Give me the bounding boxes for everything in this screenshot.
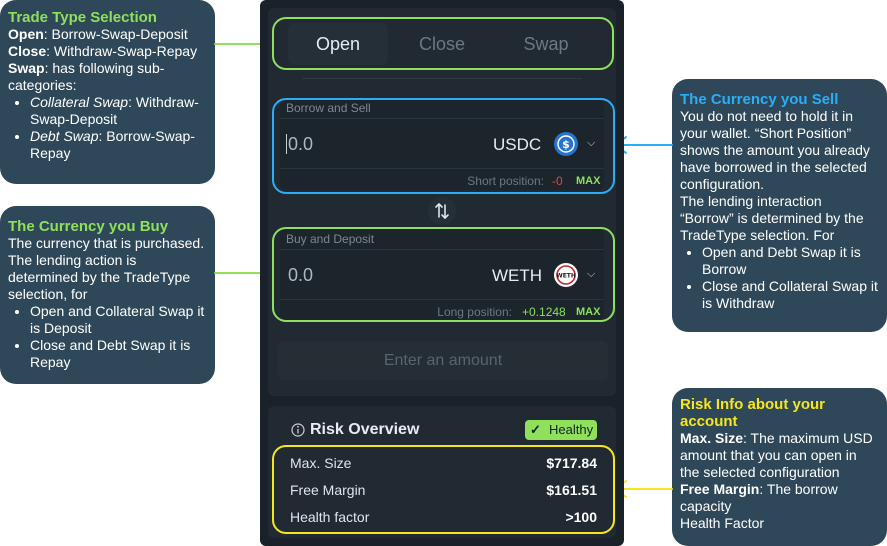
borrow-token-ticker[interactable]: USDC <box>493 135 542 154</box>
swap-arrows-icon <box>435 203 449 219</box>
currency-sell-note-list: Open and Debt Swap it is Borrow Close an… <box>680 244 879 312</box>
currency-sell-note: The Currency you Sell You do not need to… <box>672 79 887 332</box>
buy-highlight <box>272 227 615 322</box>
currency-sell-note-body: You do not need to hold it in your walle… <box>680 108 870 192</box>
risk-overview-title: Risk Overview <box>310 421 420 438</box>
checkmark-icon: ✓ <box>530 422 541 437</box>
trade-type-note-title: Trade Type Selection <box>8 9 157 26</box>
borrow-highlight <box>272 98 615 194</box>
tab-swap[interactable]: Swap <box>523 34 569 54</box>
buy-token-ticker[interactable]: WETH <box>492 266 543 285</box>
currency-buy-note: The Currency you Buy The currency that i… <box>0 206 215 384</box>
borrow-field-divider <box>280 168 604 169</box>
list-item: Collateral Swap: Withdraw-Swap-Deposit <box>30 94 207 128</box>
borrow-field-divider <box>280 118 604 119</box>
buy-amount-input[interactable]: 0.0 <box>288 265 314 285</box>
health-factor-line: Health Factor <box>680 515 765 531</box>
trade-type-tabs: Open Close Swap <box>288 23 596 65</box>
list-item: Open and Collateral Swap it is Deposit <box>30 303 207 337</box>
list-item: Close and Debt Swap it is Repay <box>30 337 207 371</box>
list-item: Open and Debt Swap it is Borrow <box>702 244 879 278</box>
info-icon[interactable] <box>291 423 305 437</box>
buy-field-label: Buy and Deposit <box>286 232 375 246</box>
usdc-token-icon[interactable]: $ <box>554 132 578 156</box>
list-item: Debt Swap: Borrow-Swap-Repay <box>30 128 207 162</box>
free-margin-label: Free Margin <box>290 482 366 498</box>
trade-panel: Open Close Swap Borrow and Sell 0.0 USDC… <box>260 0 624 546</box>
tab-close[interactable]: Close <box>418 34 466 54</box>
submit-button[interactable]: Enter an amount <box>278 341 608 380</box>
risk-arrow <box>615 480 673 498</box>
free-margin-value: $161.51 <box>546 482 597 498</box>
svg-text:$: $ <box>562 138 570 151</box>
swap-direction-button[interactable] <box>428 197 456 225</box>
currency-buy-note-title: The Currency you Buy <box>8 218 169 235</box>
health-factor-label: Health factor <box>290 509 370 525</box>
risk-highlight <box>272 445 615 534</box>
tabs-divider <box>302 78 582 79</box>
borrow-chevron-down-icon[interactable]: ⌵ <box>587 137 596 149</box>
borrow-field-label: Borrow and Sell <box>286 101 371 115</box>
short-position-value: -0 <box>552 174 563 188</box>
long-position-value: +0.1248 <box>522 305 566 319</box>
risk-info-note: Risk Info about your account Max. Size: … <box>672 388 887 546</box>
svg-text:WETH: WETH <box>556 273 576 280</box>
tab-open[interactable]: Open <box>288 23 388 65</box>
buy-chevron-down-icon[interactable]: ⌵ <box>587 268 596 280</box>
max-size-value: $717.84 <box>546 455 597 471</box>
open-line: Open: Borrow-Swap-Deposit <box>8 26 188 42</box>
weth-token-icon[interactable]: WETH <box>554 263 578 287</box>
free-margin-line: Free Margin: The borrow capacity <box>680 481 838 514</box>
trade-type-highlight <box>272 17 614 70</box>
list-item: Close and Collateral Swap it is Withdraw <box>702 278 879 312</box>
currency-buy-note-body: The currency that is purchased. The lend… <box>8 235 205 302</box>
health-factor-value: >100 <box>565 509 597 525</box>
short-position-label: Short position: <box>467 174 544 188</box>
swap-line: Swap: has following sub-categories: <box>8 60 165 93</box>
buy-field-divider <box>280 249 604 250</box>
max-size-line: Max. Size: The maximum USD amount that y… <box>680 430 873 480</box>
borrow-max-button[interactable]: MAX <box>576 175 601 187</box>
borrow-caret <box>286 134 287 154</box>
swap-subcategories: Collateral Swap: Withdraw-Swap-Deposit D… <box>8 94 207 162</box>
currency-sell-note-title: The Currency you Sell <box>680 91 839 108</box>
risk-info-note-title: Risk Info about your account <box>680 396 826 430</box>
status-badge: ✓ Healthy <box>525 420 597 440</box>
buy-field-divider <box>280 299 604 300</box>
sell-arrow <box>615 136 673 154</box>
borrow-amount-input[interactable]: 0.0 <box>288 134 314 154</box>
long-position-label: Long position: <box>437 305 512 319</box>
currency-buy-note-list: Open and Collateral Swap it is Deposit C… <box>8 303 207 371</box>
borrow-field[interactable] <box>280 98 604 190</box>
currency-sell-note-body2: The lending interaction “Borrow” is dete… <box>680 193 864 243</box>
buy-max-button[interactable]: MAX <box>576 306 601 318</box>
status-badge-label: Healthy <box>549 422 594 437</box>
close-line: Close: Withdraw-Swap-Repay <box>8 43 198 59</box>
max-size-label: Max. Size <box>290 455 352 471</box>
buy-field[interactable] <box>280 229 604 321</box>
trade-type-note: Trade Type Selection Open: Borrow-Swap-D… <box>0 0 215 184</box>
